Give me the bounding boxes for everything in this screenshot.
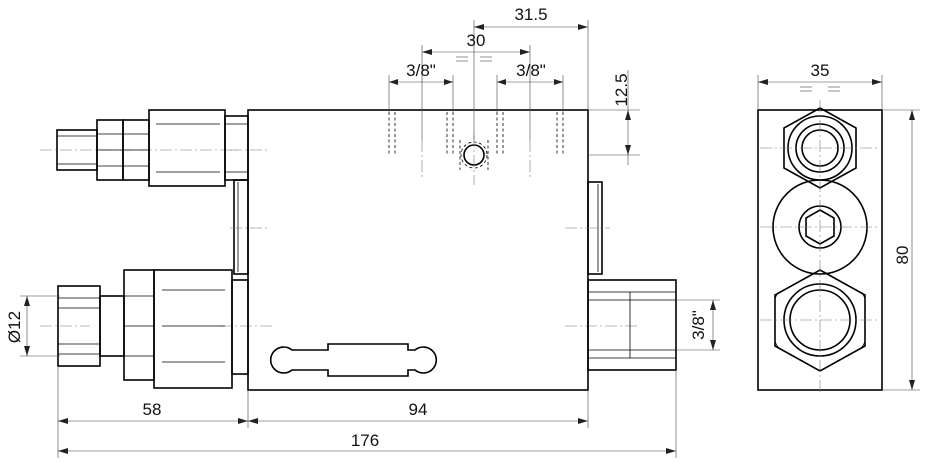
upper-left-fitting bbox=[40, 109, 249, 187]
dim-3-8-port-label: 3/8" bbox=[689, 310, 708, 340]
lower-left-fitting bbox=[40, 269, 249, 389]
dim-12-5-label: 12.5 bbox=[612, 73, 631, 106]
upper-fitting-nut bbox=[148, 109, 226, 187]
dim-diameter-12-label: Ø12 bbox=[5, 311, 24, 343]
right-port-fitting bbox=[587, 279, 677, 371]
right-fitting-body bbox=[587, 279, 677, 371]
dim-176-label: 176 bbox=[351, 431, 379, 450]
dimension-lines bbox=[20, 20, 920, 458]
lower-fitting-ferrule bbox=[123, 269, 155, 381]
dim-3-8-right-label: 3/8" bbox=[516, 61, 546, 80]
side-view bbox=[757, 100, 883, 395]
dim-94-label: 94 bbox=[409, 400, 428, 419]
lower-fitting-nut bbox=[153, 269, 233, 389]
relief-slot bbox=[269, 343, 438, 377]
dim-58-label: 58 bbox=[143, 400, 162, 419]
dim-80-label: 80 bbox=[893, 246, 912, 265]
left-cover-plate bbox=[233, 179, 249, 275]
dim-31-5-label: 31.5 bbox=[514, 5, 547, 24]
hidden-ports bbox=[388, 112, 564, 156]
dim-3-8-left-label: 3/8" bbox=[406, 61, 436, 80]
front-view bbox=[220, 109, 640, 391]
dim-35-label: 35 bbox=[811, 61, 830, 80]
dim-30-label: 30 bbox=[467, 31, 486, 50]
